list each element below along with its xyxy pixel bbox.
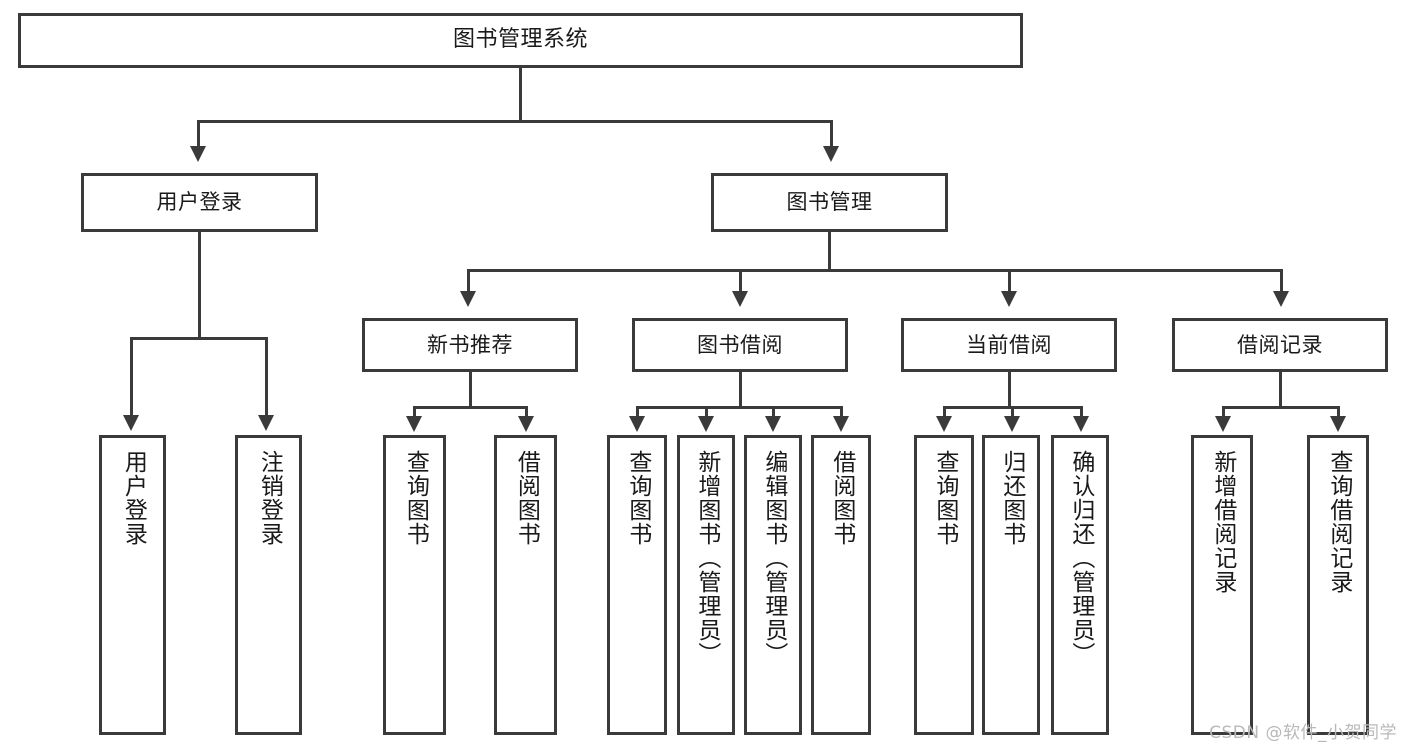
edge-user-login-bar (130, 337, 268, 340)
node-label: 借阅记录 (1237, 332, 1323, 357)
arrow-current-borrow-leaf-3 (1073, 416, 1089, 432)
edge-borrow-record-to-leaf-2 (1337, 406, 1340, 418)
edge-user-login-stem (198, 232, 201, 340)
edge-new-book-to-leaf-1 (413, 406, 416, 418)
edge-user-login-to-leaf-2 (265, 337, 268, 417)
edge-book-borrow-bar (636, 406, 843, 409)
edge-borrow-record-stem (1279, 372, 1282, 409)
leaf-book-borrow-query[interactable]: 查询图书 (607, 435, 667, 735)
node-label: 图书管理系统 (452, 27, 588, 53)
watermark-text: CSDN @软件_小贺同学 (1209, 723, 1397, 743)
edge-book-manage-to-record (1280, 269, 1283, 293)
leaf-new-book-borrow[interactable]: 借阅图书 (494, 435, 557, 735)
node-label: 图书管理 (786, 190, 873, 215)
arrow-borrow-record-leaf-2 (1330, 416, 1346, 432)
arrow-to-user-login (190, 146, 206, 162)
arrow-current-borrow-leaf-1 (936, 416, 952, 432)
arrow-user-login-leaf-2 (258, 415, 274, 431)
edge-current-borrow-to-leaf-3 (1080, 406, 1083, 418)
node-book-borrow[interactable]: 图书借阅 (632, 318, 848, 372)
node-label: 用户登录 (120, 450, 147, 546)
node-label: 查询图书 (624, 450, 651, 546)
arrow-user-login-leaf-1 (123, 415, 139, 431)
node-user-login[interactable]: 用户登录 (81, 173, 318, 232)
node-book-management[interactable]: 图书管理 (711, 173, 948, 232)
arrow-to-book-manage (823, 146, 839, 162)
edge-current-borrow-to-leaf-2 (1011, 406, 1014, 418)
node-label: 新增图书（管理员） (693, 450, 720, 666)
edge-user-login-to-leaf-1 (130, 337, 133, 417)
leaf-borrow-record-query[interactable]: 查询借阅记录 (1307, 435, 1369, 735)
arrow-new-book-leaf-2 (518, 416, 534, 432)
node-label: 图书借阅 (697, 332, 783, 357)
edge-book-manage-to-current (1008, 269, 1011, 293)
edge-root-to-user-login (197, 120, 200, 148)
node-label: 用户登录 (156, 190, 243, 215)
edge-book-borrow-to-leaf-2 (705, 406, 708, 418)
node-label: 新增借阅记录 (1209, 450, 1236, 594)
arrow-new-book-leaf-1 (406, 416, 422, 432)
edge-new-book-bar (413, 406, 528, 409)
edge-new-book-to-leaf-2 (525, 406, 528, 418)
edge-book-manage-stem (828, 232, 831, 272)
node-label: 确认归还（管理员） (1067, 450, 1094, 666)
leaf-current-borrow-confirm[interactable]: 确认归还（管理员） (1051, 435, 1109, 735)
arrow-book-borrow-leaf-1 (629, 416, 645, 432)
leaf-user-login-logout[interactable]: 注销登录 (235, 435, 302, 735)
leaf-borrow-record-add[interactable]: 新增借阅记录 (1191, 435, 1253, 735)
node-label: 借阅图书 (828, 450, 855, 546)
leaf-book-borrow-borrow[interactable]: 借阅图书 (811, 435, 871, 735)
arrow-book-borrow-leaf-2 (698, 416, 714, 432)
edge-current-borrow-stem (1008, 372, 1011, 409)
arrow-to-borrow-record (1273, 291, 1289, 307)
leaf-book-borrow-add[interactable]: 新增图书（管理员） (677, 435, 735, 735)
node-current-borrow[interactable]: 当前借阅 (901, 318, 1117, 372)
leaf-user-login-login[interactable]: 用户登录 (99, 435, 166, 735)
arrow-to-current-borrow (1001, 291, 1017, 307)
edge-book-borrow-to-leaf-1 (636, 406, 639, 418)
edge-root-stem (519, 68, 522, 120)
node-label: 编辑图书（管理员） (760, 450, 787, 666)
edge-borrow-record-bar (1222, 406, 1340, 409)
edge-book-borrow-stem (739, 372, 742, 409)
arrow-to-new-book-recommend (460, 291, 476, 307)
edge-root-to-book-manage (830, 120, 833, 148)
node-label: 新书推荐 (427, 332, 513, 357)
arrow-book-borrow-leaf-4 (833, 416, 849, 432)
leaf-new-book-query[interactable]: 查询图书 (383, 435, 446, 735)
edge-book-manage-bar (467, 269, 1283, 272)
edge-book-borrow-to-leaf-4 (840, 406, 843, 418)
arrow-current-borrow-leaf-2 (1004, 416, 1020, 432)
node-root-system[interactable]: 图书管理系统 (18, 13, 1023, 68)
edge-current-borrow-to-leaf-1 (943, 406, 946, 418)
node-borrow-record[interactable]: 借阅记录 (1172, 318, 1388, 372)
node-label: 借阅图书 (513, 450, 540, 546)
edge-book-manage-to-borrow (739, 269, 742, 293)
leaf-current-borrow-return[interactable]: 归还图书 (982, 435, 1040, 735)
edge-book-manage-to-new-book (467, 269, 470, 293)
leaf-book-borrow-edit[interactable]: 编辑图书（管理员） (744, 435, 802, 735)
node-label: 查询借阅记录 (1325, 450, 1352, 594)
edge-new-book-stem (469, 372, 472, 409)
node-label: 当前借阅 (966, 332, 1052, 357)
edge-book-borrow-to-leaf-3 (772, 406, 775, 418)
node-label: 注销登录 (256, 450, 283, 546)
node-label: 归还图书 (998, 450, 1025, 546)
leaf-current-borrow-query[interactable]: 查询图书 (914, 435, 974, 735)
arrow-book-borrow-leaf-3 (765, 416, 781, 432)
node-label: 查询图书 (402, 450, 429, 546)
node-new-book-recommend[interactable]: 新书推荐 (362, 318, 578, 372)
node-label: 查询图书 (931, 450, 958, 546)
arrow-to-book-borrow (732, 291, 748, 307)
edge-root-bar (197, 120, 833, 123)
edge-borrow-record-to-leaf-1 (1222, 406, 1225, 418)
arrow-borrow-record-leaf-1 (1215, 416, 1231, 432)
